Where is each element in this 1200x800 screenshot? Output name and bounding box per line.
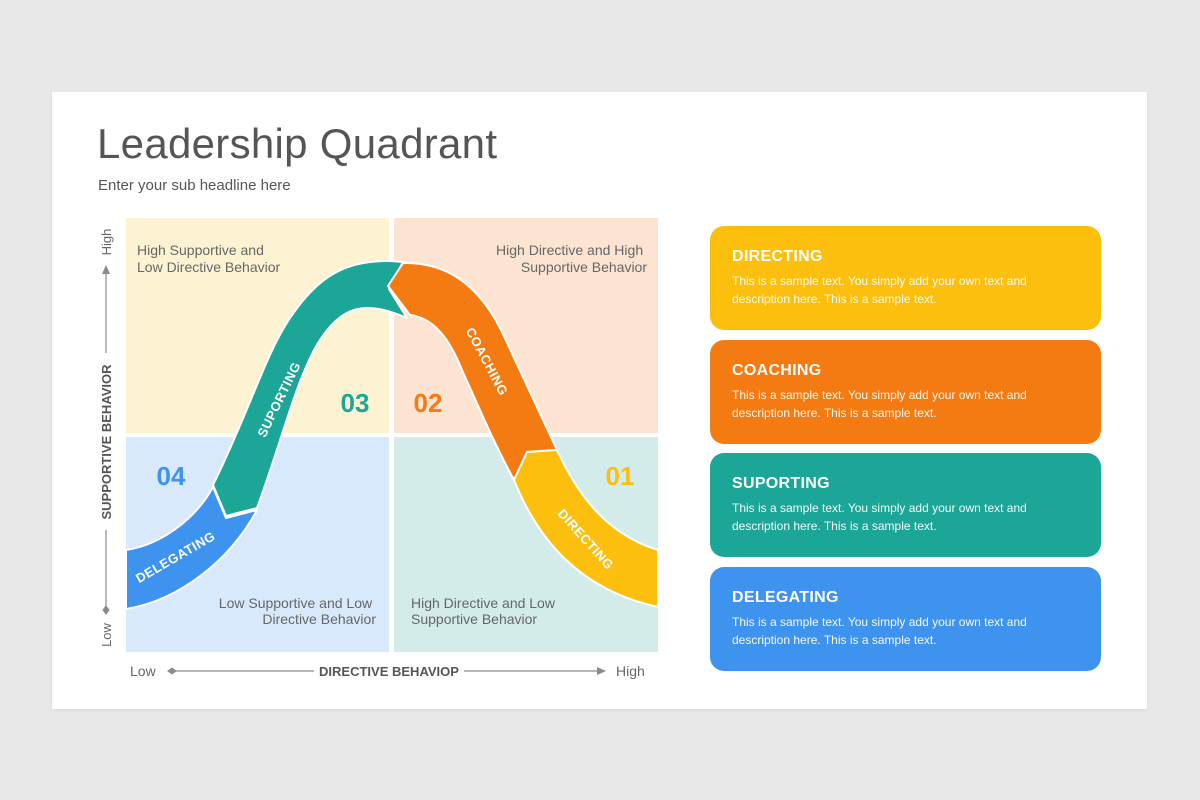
card-coaching-desc: This is a sample text. You simply add yo…: [732, 388, 1027, 420]
quadrant-bottom-left-line-1: Low Supportive and Low: [219, 595, 373, 611]
y-axis-high-label: High: [99, 229, 114, 256]
quadrant-top-left-line-1: High Supportive and: [137, 242, 264, 258]
y-axis-diamond-icon: [102, 605, 110, 615]
card-directing-title: DIRECTING: [732, 248, 823, 265]
card-coaching: COACHING This is a sample text. You simp…: [710, 340, 1101, 444]
number-04: 04: [157, 461, 186, 491]
page-title: Leadership Quadrant: [97, 120, 498, 167]
card-directing-desc: This is a sample text. You simply add yo…: [732, 274, 1027, 306]
number-03: 03: [341, 388, 370, 418]
quadrant-top-right-text: High Directive and High Supportive Behav…: [496, 242, 647, 275]
card-supporting-title: SUPORTING: [732, 475, 830, 492]
y-axis-label: SUPPORTIVE BEHAVIOR: [99, 364, 114, 520]
quadrant-bottom-right-line-1: High Directive and Low: [411, 595, 556, 611]
number-01: 01: [606, 461, 635, 491]
quadrant-top-left-line-2: Low Directive Behavior: [137, 259, 281, 275]
card-delegating-title: DELEGATING: [732, 589, 839, 606]
quadrant-top-right-line-1: High Directive and High: [496, 242, 643, 258]
number-02: 02: [414, 388, 443, 418]
x-axis-diamond-icon: [167, 667, 177, 675]
card-delegating: DELEGATING This is a sample text. You si…: [710, 567, 1101, 671]
quadrant-bottom-left-text: Low Supportive and Low Directive Behavio…: [219, 595, 377, 627]
quadrant-top-left-text: High Supportive and Low Directive Behavi…: [137, 242, 281, 275]
y-axis-arrowhead-icon: [102, 265, 110, 274]
page-subtitle: Enter your sub headline here: [98, 177, 291, 194]
arrow-supporting: [212, 260, 408, 517]
card-delegating-desc: This is a sample text. You simply add yo…: [732, 615, 1027, 647]
x-axis-low-label: Low: [130, 663, 157, 679]
quadrant-top-right-line-2: Supportive Behavior: [521, 259, 647, 275]
arrow-delegating: [125, 486, 258, 610]
x-axis-label: DIRECTIVE BEHAVIOP: [319, 664, 459, 679]
x-axis-high-label: High: [616, 663, 645, 679]
quadrant-bottom-left-line-2: Directive Behavior: [262, 611, 376, 627]
card-coaching-title: COACHING: [732, 362, 822, 379]
arrow-directing: [513, 449, 659, 608]
quadrant-bottom-right-text: High Directive and Low Supportive Behavi…: [411, 595, 559, 627]
x-axis-arrowhead-icon: [597, 667, 606, 675]
card-supporting: SUPORTING This is a sample text. You sim…: [710, 453, 1101, 557]
card-directing: DIRECTING This is a sample text. You sim…: [710, 226, 1101, 330]
y-axis-low-label: Low: [99, 622, 114, 646]
quadrant-bottom-right-line-2: Supportive Behavior: [411, 611, 537, 627]
card-supporting-desc: This is a sample text. You simply add yo…: [732, 501, 1027, 533]
